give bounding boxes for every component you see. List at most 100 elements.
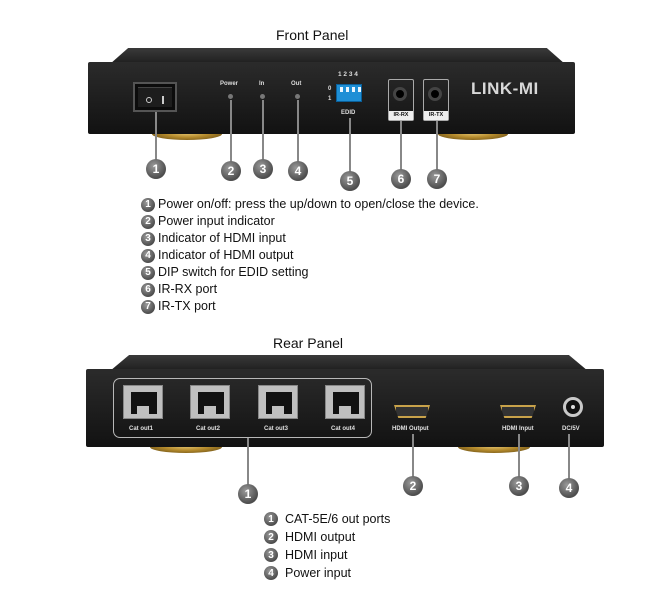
ir-rx-label: IR-RX: [389, 111, 413, 120]
front-callout-line-5: [349, 118, 351, 174]
legend-text: IR-RX port: [158, 282, 218, 296]
cat-out2-label: Cat out2: [196, 426, 220, 432]
legend-text: Indicator of HDMI input: [158, 231, 286, 245]
legend-text: HDMI input: [285, 547, 348, 562]
rj45-notch: [137, 406, 149, 414]
cat-out1-label: Cat out1: [129, 426, 153, 432]
legend-number: 3: [264, 548, 278, 562]
rocker-face: [138, 87, 172, 107]
dip-key-2: [346, 87, 349, 92]
dip-key-3: [352, 87, 355, 92]
rj45-notch: [339, 406, 351, 414]
legend-number: 2: [264, 530, 278, 544]
cat-out4-port[interactable]: [325, 385, 365, 419]
cat-out4-label: Cat out4: [331, 426, 355, 432]
cat-out1-port[interactable]: [123, 385, 163, 419]
legend-number: 1: [141, 197, 155, 212]
rj45-notch: [204, 406, 216, 414]
rear-device-top: [110, 355, 588, 371]
ir-tx-label: IR-TX: [424, 111, 448, 120]
legend-number: 2: [141, 214, 155, 229]
rear-legend: 1 CAT-5E/6 out ports 2 HDMI output 3 HDMI i…: [264, 510, 390, 582]
front-callout-line-7: [436, 121, 438, 171]
dip-zero-label: 0: [328, 86, 332, 92]
front-callout-line-3: [262, 100, 264, 160]
rear-callout-1: 1: [238, 484, 258, 504]
cat-out3-port[interactable]: [258, 385, 298, 419]
legend-text: Power on/off: press the up/down to open/…: [158, 197, 479, 211]
front-callout-5: 5: [340, 171, 360, 191]
off-symbol-icon: [146, 97, 152, 103]
legend-item: 2 HDMI output: [264, 528, 390, 546]
brand-logo: LINK-MI: [471, 79, 539, 98]
cat-out2-port[interactable]: [190, 385, 230, 419]
rj45-notch: [272, 406, 284, 414]
in-led-label: In: [259, 81, 265, 87]
front-callout-line-4: [297, 100, 299, 162]
dip-key-4: [358, 87, 361, 92]
rear-callout-line-1: [247, 438, 249, 486]
dip-numbers-label: 1 2 3 4: [338, 71, 358, 78]
hdmi-output-port[interactable]: [394, 405, 430, 418]
edid-label: EDID: [341, 110, 356, 116]
legend-number: 7: [141, 299, 155, 314]
rear-panel-title: Rear Panel: [273, 335, 344, 351]
rear-callout-4: 4: [559, 478, 579, 498]
dc-power-jack[interactable]: [563, 397, 583, 417]
legend-text: IR-TX port: [158, 299, 216, 313]
front-device-top: [110, 48, 565, 64]
legend-number: 6: [141, 282, 155, 297]
power-rocker-switch[interactable]: [133, 82, 177, 112]
dip-one-label: 1: [328, 96, 332, 102]
power-led: [228, 94, 233, 99]
legend-text: DIP switch for EDID setting: [158, 265, 309, 279]
front-callout-line-1: [155, 112, 157, 160]
legend-item: 4 Power input: [264, 564, 390, 582]
cat-ports-frame: [113, 378, 372, 438]
front-callout-3: 3: [253, 159, 273, 179]
on-symbol-icon: [162, 96, 164, 104]
in-led: [260, 94, 265, 99]
front-callout-4: 4: [288, 161, 308, 181]
front-callout-1: 1: [146, 159, 166, 179]
legend-text: CAT-5E/6 out ports: [285, 511, 391, 526]
cat-out3-label: Cat out3: [264, 426, 288, 432]
ir-rx-jack[interactable]: [393, 87, 407, 101]
legend-number: 4: [141, 248, 155, 263]
rear-callout-3: 3: [509, 476, 529, 496]
power-led-label: Power: [220, 81, 239, 87]
front-callout-7: 7: [427, 169, 447, 189]
legend-number: 3: [141, 231, 155, 246]
legend-text: HDMI output: [285, 529, 356, 544]
legend-text: Power input indicator: [158, 214, 275, 228]
legend-item: 1 CAT-5E/6 out ports: [264, 510, 390, 528]
rear-callout-2: 2: [403, 476, 423, 496]
front-callout-line-2: [230, 100, 232, 162]
ir-tx-jack[interactable]: [428, 87, 442, 101]
legend-text: Power input: [285, 565, 352, 580]
out-led: [295, 94, 300, 99]
legend-number: 1: [264, 512, 278, 526]
dc-label: DC/5V: [562, 426, 580, 432]
front-callout-6: 6: [391, 169, 411, 189]
legend-number: 5: [141, 265, 155, 280]
dip-key-1: [340, 87, 343, 92]
legend-number: 4: [264, 566, 278, 580]
front-panel-title: Front Panel: [276, 27, 349, 43]
edid-dip-switch[interactable]: [336, 84, 362, 102]
front-callout-line-6: [400, 121, 402, 171]
hdmi-input-port[interactable]: [500, 405, 536, 418]
ir-rx-box: IR-RX: [388, 79, 414, 121]
rear-callout-line-4: [568, 434, 570, 480]
ir-tx-box: IR-TX: [423, 79, 449, 121]
rear-callout-line-2: [412, 434, 414, 478]
legend-text: Indicator of HDMI output: [158, 248, 294, 262]
legend-item: 3 HDMI input: [264, 546, 390, 564]
